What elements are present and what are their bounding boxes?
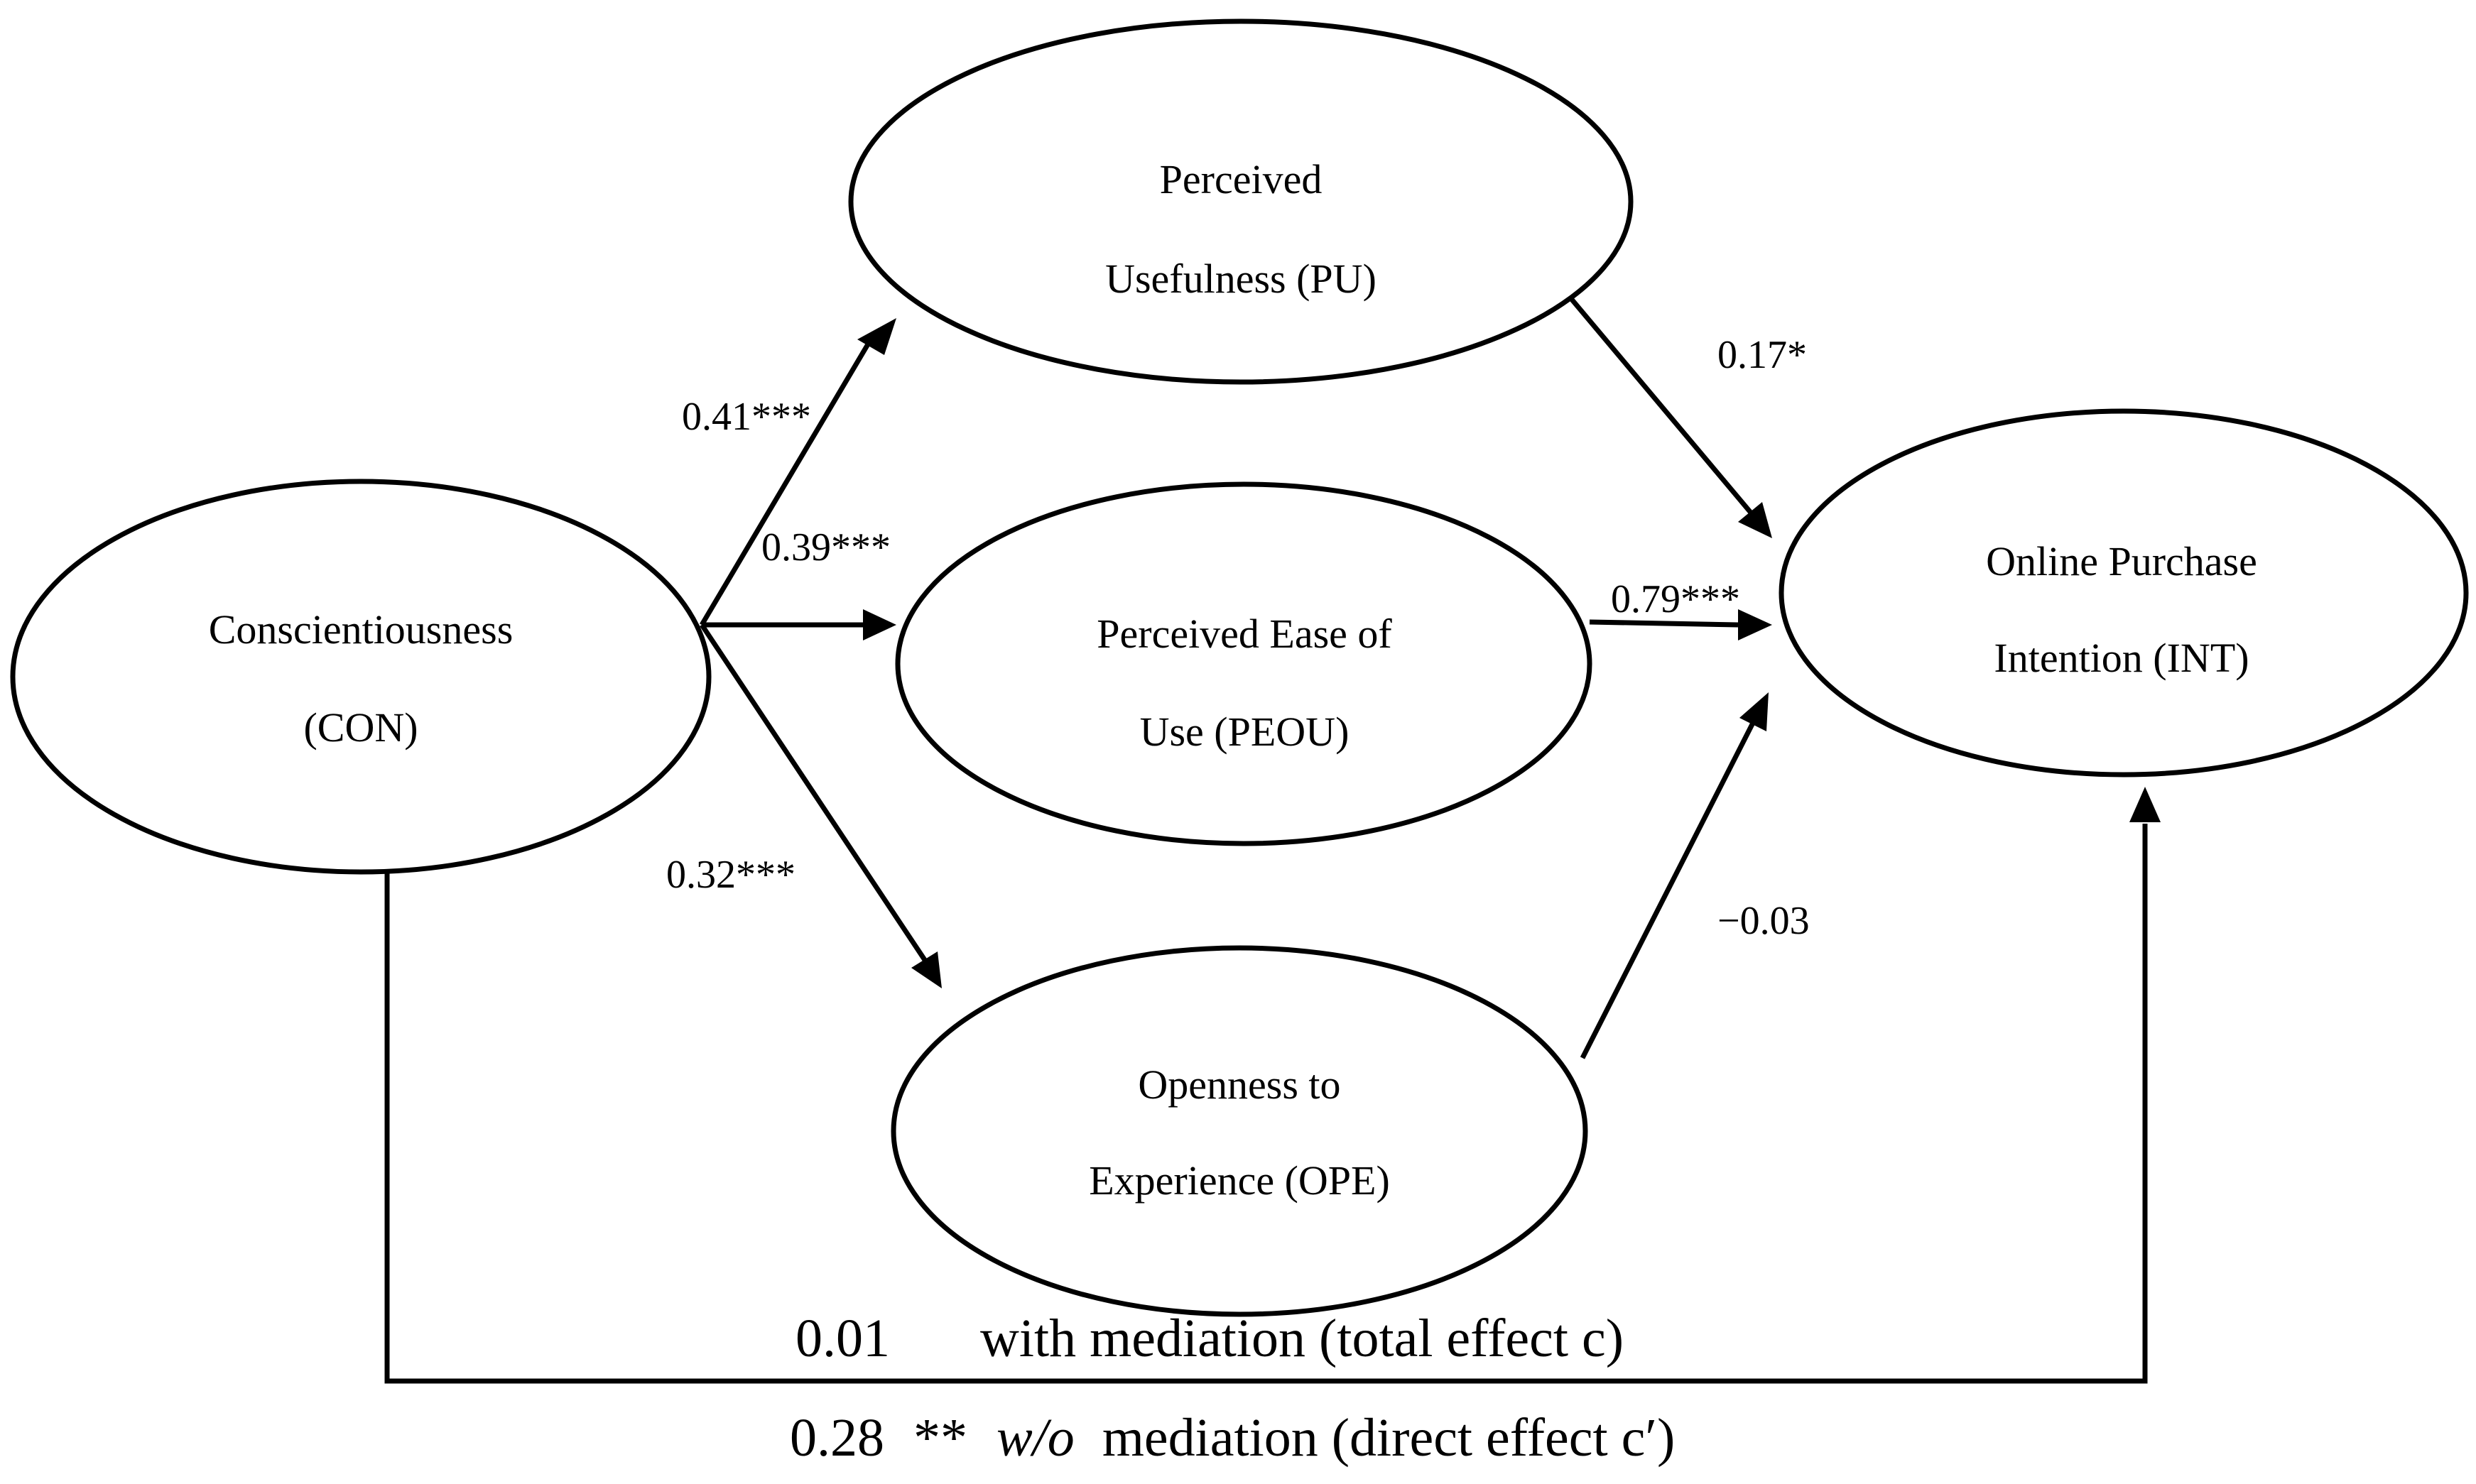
pu-label-line2: Usefulness (PU) <box>1105 256 1377 302</box>
ellipse-ope <box>891 945 1588 1317</box>
arrow-con-pu <box>699 338 874 626</box>
direct-effect-italic: w/o <box>997 1408 1075 1468</box>
arrow-con-int-bottom <box>384 824 2148 1384</box>
arrowhead-pu-int <box>1738 502 1772 538</box>
direct-effect-label: 0.28 ** w/o mediation (direct effect c′) <box>790 1408 1675 1468</box>
coef-con-peou: 0.39*** <box>761 525 891 569</box>
direct-effect-stars: ** <box>913 1408 967 1468</box>
arrowhead-con-ope <box>911 951 942 988</box>
ellipse-pu <box>848 18 1634 385</box>
con-label-line2: (CON) <box>303 704 418 751</box>
pu-label-line1: Perceived <box>1160 156 1323 202</box>
ellipse-int <box>1779 408 2469 778</box>
coef-ope-int: −0.03 <box>1717 899 1810 943</box>
ellipse-con <box>10 479 712 875</box>
arrowhead-con-pu <box>857 318 896 355</box>
connectors <box>384 241 2161 1384</box>
coef-con-ope: 0.32*** <box>666 853 796 897</box>
arrowhead-ope-int <box>1739 692 1769 731</box>
ope-label-line2: Experience (OPE) <box>1089 1157 1390 1204</box>
coef-pu-int: 0.17* <box>1717 333 1807 377</box>
int-label-line1: Online Purchase <box>1986 538 2257 584</box>
con-label-line1: Conscientiousness <box>209 606 514 653</box>
arrow-ope-int <box>1580 721 1756 1059</box>
total-effect-text: with mediation (total effect c) <box>980 1309 1624 1368</box>
int-label-line2: Intention (INT) <box>1994 635 2249 681</box>
ellipse-peou <box>895 481 1592 846</box>
peou-label-line1: Perceived Ease of <box>1097 611 1392 657</box>
peou-label-line2: Use (PEOU) <box>1140 709 1350 755</box>
arrow-con-ope <box>700 623 927 961</box>
coef-peou-int: 0.79*** <box>1611 577 1740 621</box>
total-effect-value: 0.01 <box>796 1309 890 1368</box>
arrowhead-con-int <box>2129 787 2161 822</box>
direct-effect-text: mediation (direct effect c′) <box>1102 1408 1675 1468</box>
arrowhead-peou-int <box>1738 609 1772 640</box>
direct-effect-value: 0.28 <box>790 1408 884 1468</box>
arrowhead-con-peou <box>863 609 896 640</box>
ope-label-line1: Openness to <box>1138 1062 1340 1108</box>
arrow-peou-int <box>1589 619 1739 628</box>
coef-con-pu: 0.41*** <box>682 395 811 439</box>
